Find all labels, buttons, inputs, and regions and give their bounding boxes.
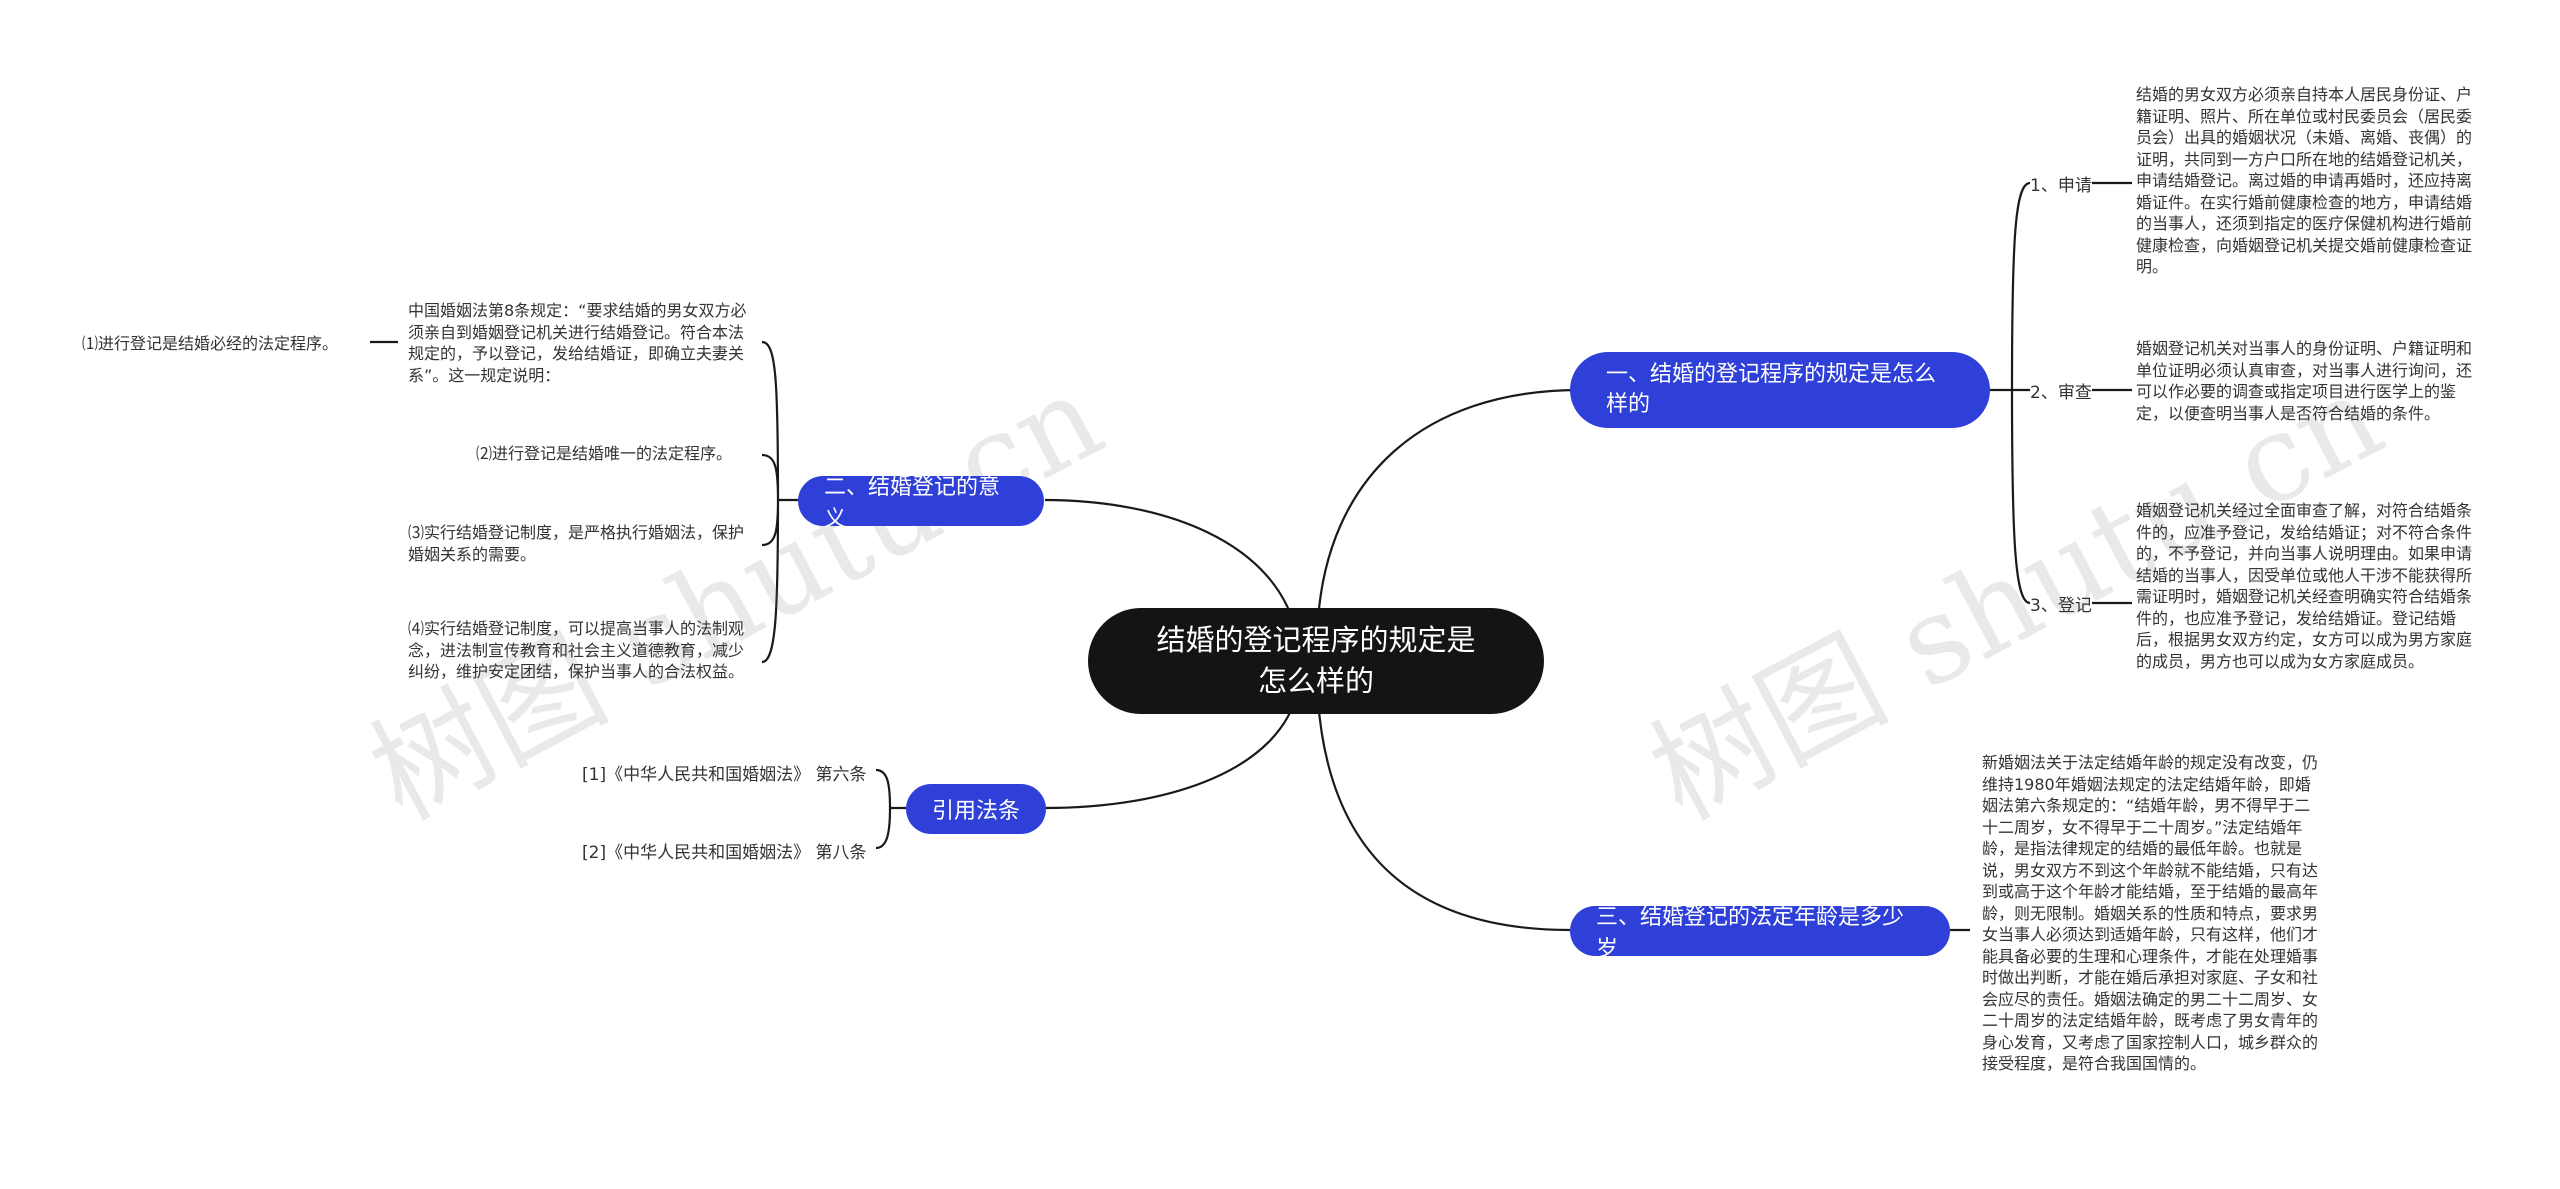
topic-branch-3-title: 三、结婚登记的法定年龄是多少岁 [1596,905,1905,962]
step-3-text: 婚姻登记机关经过全面审查了解，对符合结婚条件的，应准予登记，发给结婚证；对不符合… [2136,501,2473,671]
age-text: 新婚姻法关于法定结婚年龄的规定没有改变，仍维持1980年婚姻法规定的法定结婚年龄… [1982,753,2319,1073]
significance-point-3: ⑶实行结婚登记制度，是严格执行婚姻法，保护婚姻关系的需要。 [408,523,745,564]
link-branch4-refs [875,768,906,850]
link-branch1-steps [1990,181,2031,605]
link-root-branch2 [1044,498,1300,641]
step-1-label: 1、申请 [2030,176,2092,196]
topic-branch-3[interactable]: 三、结婚登记的法定年龄是多少岁 [1570,905,1950,962]
significance-point-2: ⑵进行登记是结婚唯一的法定程序。 [476,444,733,463]
root-title: 结婚的登记程序的规定是怎么样的 [1156,623,1476,698]
topic-branch-2-title: 二、结婚登记的意义 [824,475,1001,532]
link-branch2-points [761,340,798,664]
link-root-branch4 [1044,689,1300,810]
link-root-branch1 [1316,388,1581,621]
step-2-label: 2、审查 [2030,383,2092,403]
significance-point-4: ⑷实行结婚登记制度，可以提高当事人的法制观念，进法制宣传教育和社会主义道德教育，… [408,619,745,681]
step-2-text: 婚姻登记机关对当事人的身份证明、户籍证明和单位证明必须认真审查，对当事人进行询问… [2136,339,2473,423]
topic-branch-4-title: 引用法条 [931,799,1020,824]
topic-branch-2[interactable]: 二、结婚登记的意义 [798,475,1044,532]
topic-branch-1[interactable]: 一、结婚的登记程序的规定是怎么样的 [1570,352,1990,428]
significance-intro-child: ⑴进行登记是结婚必经的法定程序。 [82,334,339,353]
topic-branch-1-title: 一、结婚的登记程序的规定是怎么样的 [1606,362,1937,417]
law-ref-2: [2]《中华人民共和国婚姻法》 第八条 [582,843,867,863]
root-node[interactable]: 结婚的登记程序的规定是怎么样的 [1088,608,1544,714]
link-root-branch3 [1316,699,1571,932]
step-3-label: 3、登记 [2030,596,2092,616]
significance-intro: 中国婚姻法第8条规定：“要求结婚的男女双方必须亲自到婚姻登记机关进行结婚登记。符… [408,301,747,385]
step-1-text: 结婚的男女双方必须亲自持本人居民身份证、户籍证明、照片、所在单位或村民委员会（居… [2136,85,2473,276]
topic-branch-4[interactable]: 引用法条 [906,784,1046,834]
law-ref-1: [1]《中华人民共和国婚姻法》 第六条 [582,765,867,785]
